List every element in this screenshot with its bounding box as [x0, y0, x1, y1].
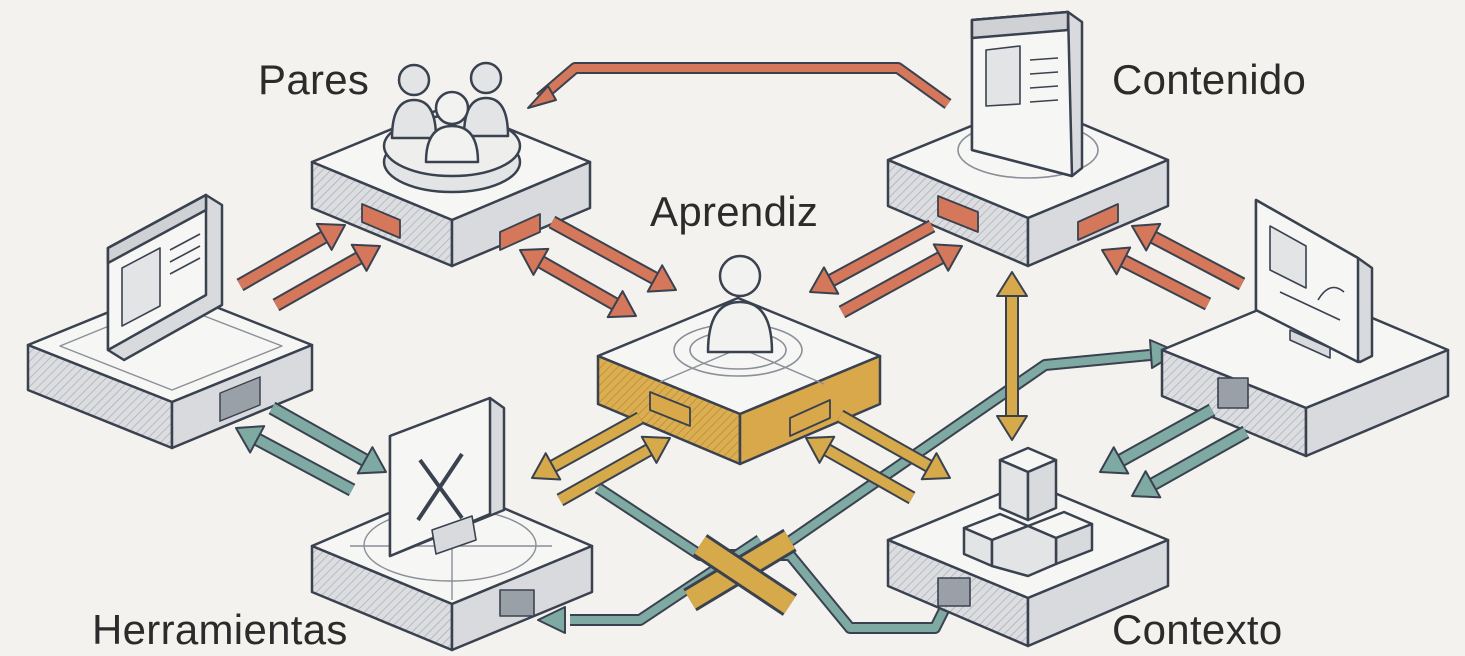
arrow-right-to-context-1: [1131, 425, 1250, 499]
arrows-layer: [235, 215, 1250, 507]
peers-group-icon: [382, 61, 522, 194]
arrow-peers-to-learner: [548, 215, 677, 293]
connector-lines: [527, 62, 1179, 634]
arrow-left-to-peers-1: [236, 222, 346, 292]
platform-learner: [596, 254, 882, 466]
connector-tools-context-teal: [594, 482, 951, 634]
platform-left-window: [26, 193, 314, 450]
arrow-right-to-content-2: [1101, 246, 1212, 311]
arrow-learner-to-tools: [531, 411, 644, 481]
arrow-tools-to-learner: [556, 435, 671, 507]
arrow-left-to-tools: [268, 401, 387, 475]
browser-window-icon: [106, 193, 224, 362]
cross-junction: [683, 528, 798, 616]
label-learner: Aprendiz: [650, 188, 819, 235]
arrow-right-to-content-1: [1131, 222, 1246, 291]
monitor-icon-right: [1254, 198, 1374, 364]
label-peers: Pares: [258, 56, 370, 103]
label-content: Contenido: [1112, 56, 1307, 103]
arrow-learner-to-context: [836, 409, 951, 481]
arrow-content-context-vertical: [996, 271, 1028, 441]
modules-cross-icon: [962, 446, 1094, 578]
label-tools: Herramientas: [92, 606, 348, 653]
arrow-left-to-peers-2: [272, 243, 381, 312]
document-window-icon: [970, 10, 1084, 178]
platform-right-monitor: [1160, 198, 1450, 458]
arrow-tools-to-left: [235, 425, 356, 497]
arrow-content-to-learner: [809, 219, 936, 295]
platform-tools: [310, 396, 594, 652]
arrow-peers-learner-bidir: [519, 247, 637, 319]
tools-monitor-icon: [388, 396, 506, 558]
arrow-right-to-context-2: [1099, 403, 1216, 475]
platform-peers: [310, 61, 592, 268]
platform-content: [886, 10, 1170, 268]
learner-person-icon: [706, 254, 774, 354]
connector-content-to-peers: [527, 62, 952, 109]
arrow-context-to-learner: [805, 435, 916, 505]
arrow-learner-to-content: [838, 243, 963, 319]
label-context: Contexto: [1112, 606, 1283, 653]
platform-context: [886, 446, 1170, 648]
